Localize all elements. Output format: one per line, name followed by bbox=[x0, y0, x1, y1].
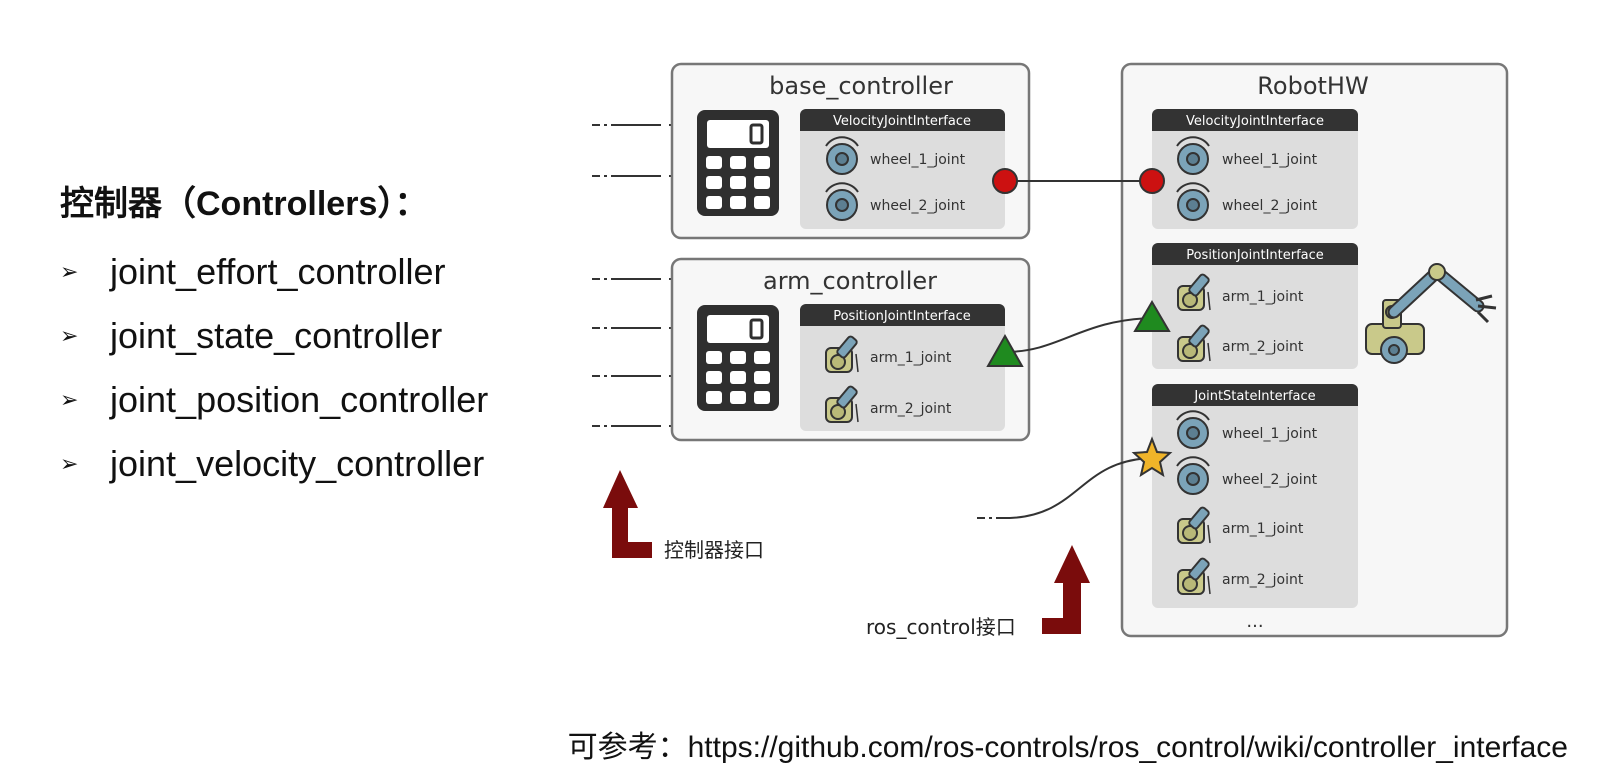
joint-label: wheel_2_joint bbox=[870, 198, 966, 214]
arrow-bullet-icon: ➢ bbox=[60, 323, 79, 348]
joint-label: arm_2_joint bbox=[1222, 339, 1304, 355]
list-item-label: joint_position_controller bbox=[110, 379, 489, 420]
list-item: ➢ joint_effort_controller bbox=[60, 240, 488, 304]
controller-interface-arrow: 控制器接口 bbox=[603, 470, 764, 562]
controllers-list: ➢ joint_effort_controller ➢ joint_state_co… bbox=[60, 240, 488, 496]
joint-label: wheel_1_joint bbox=[1222, 152, 1318, 168]
joint-label: wheel_1_joint bbox=[1222, 426, 1318, 442]
joint-label: wheel_1_joint bbox=[870, 152, 966, 168]
velocity-connection bbox=[992, 168, 1165, 194]
robothw-velocity-header: VelocityJointInterface bbox=[1186, 114, 1324, 129]
joint-label: arm_1_joint bbox=[1222, 521, 1304, 537]
arrow-bullet-icon: ➢ bbox=[60, 451, 79, 476]
controller-input-lines bbox=[592, 124, 672, 427]
list-item-label: joint_effort_controller bbox=[110, 251, 446, 292]
robothw-position-header: PositionJointInterface bbox=[1186, 248, 1324, 263]
list-item: ➢ joint_velocity_controller bbox=[60, 432, 488, 496]
joint-label: arm_1_joint bbox=[870, 350, 952, 366]
arrow-bullet-icon: ➢ bbox=[60, 259, 79, 284]
list-item: ➢ joint_state_controller bbox=[60, 304, 488, 368]
ros-control-interface-label: ros_control接口 bbox=[866, 615, 1016, 639]
robothw-box: RobotHW VelocityJointInterface wheel_1_j… bbox=[1120, 62, 1509, 638]
robothw-state-header: JointStateInterface bbox=[1193, 389, 1315, 404]
controller-interface-label: 控制器接口 bbox=[664, 538, 764, 562]
joint-label: arm_2_joint bbox=[870, 401, 952, 417]
calculator-icon bbox=[695, 108, 781, 218]
position-connection bbox=[986, 300, 1171, 367]
joint-label: wheel_2_joint bbox=[1222, 472, 1318, 488]
robothw-ellipsis: ... bbox=[1246, 611, 1263, 632]
list-item-label: joint_state_controller bbox=[110, 315, 443, 356]
robot-arm-icon bbox=[1365, 263, 1497, 364]
base-controller-box: base_controller VelocityJointInterface w… bbox=[670, 62, 1031, 240]
state-connection bbox=[977, 436, 1173, 519]
reference-link[interactable]: 可参考：https://github.com/ros-controls/ros_… bbox=[567, 731, 1568, 764]
arm-controller-title: arm_controller bbox=[763, 267, 937, 295]
controllers-heading: 控制器（Controllers）： bbox=[60, 185, 429, 223]
joint-label: wheel_2_joint bbox=[1222, 198, 1318, 214]
ros-control-interface-arrow: ros_control接口 bbox=[866, 545, 1090, 639]
joint-label: arm_1_joint bbox=[1222, 289, 1304, 305]
arm-interface-header: PositionJointInterface bbox=[833, 309, 971, 324]
arm-controller-box: arm_controller PositionJointInterface ar… bbox=[670, 257, 1031, 442]
list-item-label: joint_velocity_controller bbox=[110, 443, 485, 484]
arrow-bullet-icon: ➢ bbox=[60, 387, 79, 412]
list-item: ➢ joint_position_controller bbox=[60, 368, 488, 432]
base-controller-title: base_controller bbox=[769, 72, 953, 100]
robothw-title: RobotHW bbox=[1257, 72, 1368, 100]
base-interface-header: VelocityJointInterface bbox=[833, 114, 971, 129]
joint-label: arm_2_joint bbox=[1222, 572, 1304, 588]
calculator-icon bbox=[695, 303, 781, 413]
